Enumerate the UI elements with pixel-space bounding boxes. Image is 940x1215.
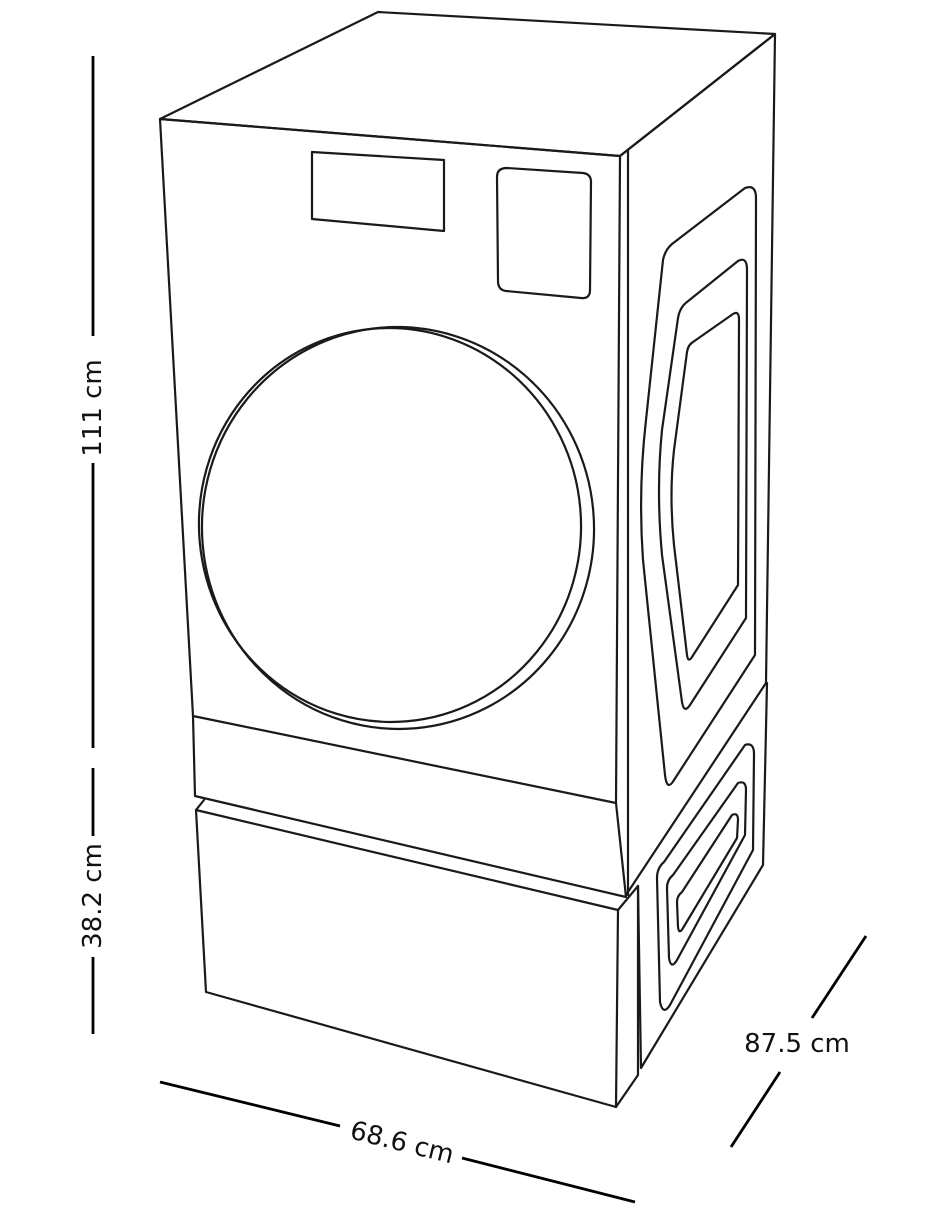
dryer-side-face [618,32,777,897]
height-upper-label: 111 cm [78,359,108,457]
side-panel-middle [657,258,749,710]
dryer-kick-strip [191,714,628,899]
pedestal-corner-edge [614,884,640,1109]
height-lower-dimension: 38.2 cm [78,768,108,1034]
height-lower-label: 38.2 cm [78,843,108,949]
control-knob-panel [495,166,593,300]
side-panel-inner [670,311,741,661]
dryer-front-face [158,117,622,805]
pedestal-front-face [194,808,620,1109]
width-line-left [159,1080,341,1128]
door-glass [197,326,583,724]
pedestal-unit [194,681,769,1109]
depth-line-bottom [729,1071,782,1148]
pedestal-drawer-inner [675,813,740,933]
dryer-unit [158,10,777,899]
height-upper-dimension: 111 cm [78,56,108,748]
width-line-right [461,1156,636,1204]
pedestal-drawer-outer [655,743,756,1011]
width-dimension: 68.6 cm [159,1080,636,1204]
pedestal-top-lip [194,798,640,912]
pedestal-drawer-middle [665,781,748,966]
door-outer-ring [200,325,596,731]
side-panel-outer [639,186,758,787]
depth-label: 87.5 cm [744,1029,850,1059]
pedestal-side-face [636,681,769,1070]
depth-line-top [810,935,868,1019]
control-display [310,150,446,233]
dryer-top-face [158,10,777,158]
width-label: 68.6 cm [347,1116,457,1171]
depth-dimension: 87.5 cm [729,935,868,1148]
